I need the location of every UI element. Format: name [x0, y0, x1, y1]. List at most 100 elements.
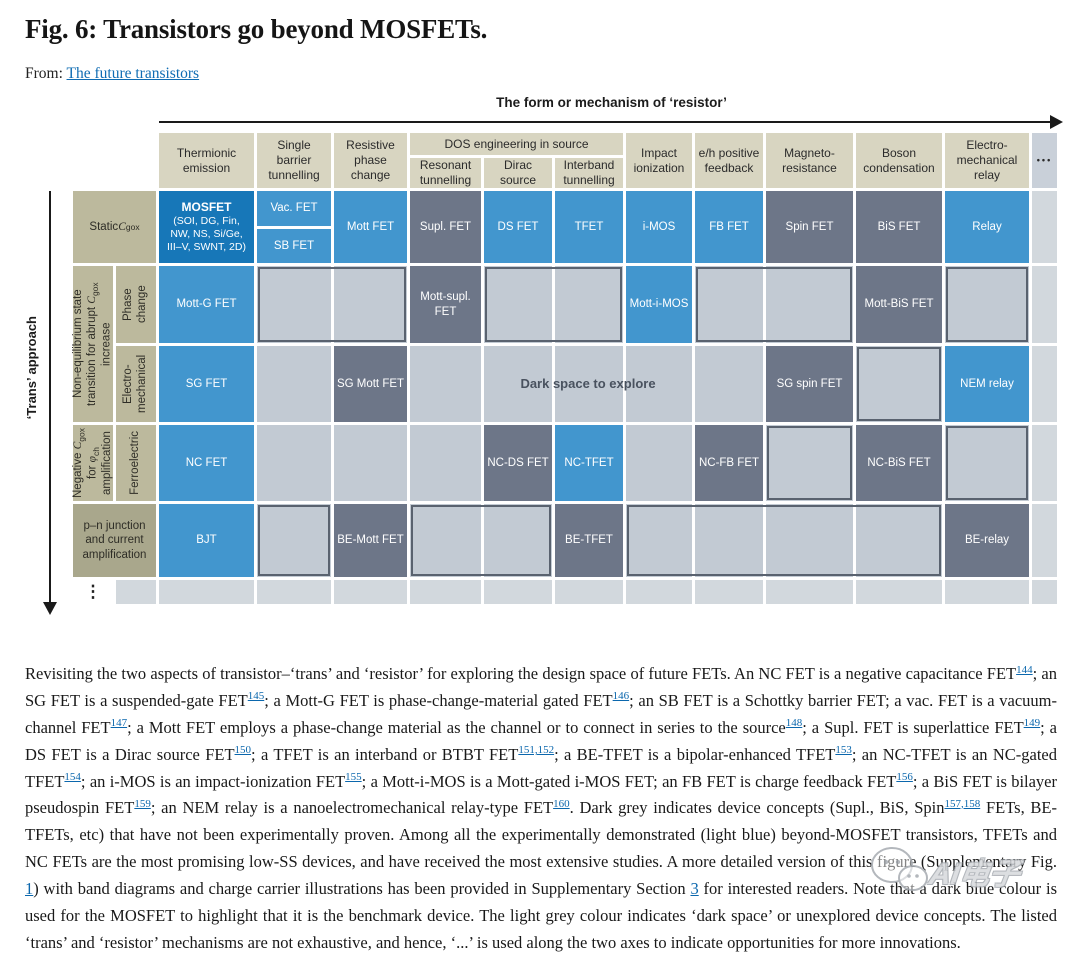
row-label-negative-cgox: Negative Cgox for φch amplification	[72, 425, 113, 501]
reference-link[interactable]: 149	[1023, 717, 1041, 730]
empty-cell	[945, 425, 1029, 501]
reference-link[interactable]: 154	[64, 771, 81, 784]
reference-link[interactable]: 150	[234, 744, 252, 757]
reference-link[interactable]: 151,152	[518, 744, 555, 757]
matrix-cell: BE-TFET	[555, 504, 623, 577]
supplementary-link[interactable]: 1	[25, 879, 34, 899]
matrix-cell: NC-BiS FET	[856, 425, 942, 501]
matrix-cell: Mott-i-MOS	[626, 266, 692, 343]
matrix-cell: Mott-G FET	[159, 266, 254, 343]
empty-cell	[555, 580, 623, 604]
matrix-cell: NC-TFET	[555, 425, 623, 501]
matrix-cell: SG Mott FET	[334, 346, 407, 422]
matrix-cell: i-MOS	[626, 191, 692, 263]
reference-link[interactable]: 159	[134, 797, 151, 810]
column-header: Impact ionization	[626, 133, 692, 188]
reference-link[interactable]: 157,158	[944, 797, 981, 810]
row-label-phase-change: Phase change	[116, 266, 156, 343]
reference-link[interactable]: 155	[345, 771, 362, 784]
y-axis-arrow-icon	[43, 602, 57, 615]
empty-cell	[695, 580, 763, 604]
supplementary-link[interactable]: 3	[690, 879, 699, 899]
matrix-cell: SB FET	[257, 228, 331, 263]
matrix-cell: BJT	[159, 504, 254, 577]
empty-cell	[334, 580, 407, 604]
column-header: Boson condensation	[856, 133, 942, 188]
matrix-cell: SG spin FET	[766, 346, 853, 422]
figure: The form or mechanism of ‘resistor’ ‘Tra…	[24, 95, 1063, 645]
column-header: Thermionic emission	[159, 133, 254, 188]
reference-link[interactable]: 160	[553, 797, 570, 810]
matrix-cell: BE-Mott FET	[334, 504, 407, 577]
empty-cell	[484, 266, 552, 343]
column-subheader: Interband tunnelling	[555, 158, 623, 188]
reference-link[interactable]: 145	[247, 690, 265, 703]
column-header: Magneto-resistance	[766, 133, 853, 188]
empty-cell	[410, 504, 481, 577]
column-header: e/h positive feedback	[695, 133, 763, 188]
empty-cell	[257, 266, 331, 343]
empty-cell	[856, 580, 942, 604]
empty-cell	[1032, 504, 1057, 577]
matrix-cell: Relay	[945, 191, 1029, 263]
page-title: Fig. 6: Transistors go beyond MOSFETs.	[25, 14, 488, 44]
matrix-cell: TFET	[555, 191, 623, 263]
x-axis-more-indicator: •••	[1032, 133, 1057, 188]
empty-cell	[1032, 346, 1057, 422]
empty-cell	[766, 425, 853, 501]
column-group-header: DOS engineering in source	[410, 133, 623, 155]
empty-cell	[1032, 266, 1057, 343]
empty-cell	[410, 425, 481, 501]
row-label-pn-junction: p–n junction and current amplification	[73, 504, 156, 577]
reference-link[interactable]: 144	[1016, 663, 1033, 676]
empty-cell	[1032, 580, 1057, 604]
x-axis-label: The form or mechanism of ‘resistor’	[496, 95, 727, 110]
empty-cell	[257, 580, 331, 604]
matrix-cell: SG FET	[159, 346, 254, 422]
y-axis-line	[49, 191, 51, 602]
empty-cell	[334, 425, 407, 501]
matrix-cell: Supl. FET	[410, 191, 481, 263]
reference-link[interactable]: 153	[835, 744, 852, 757]
matrix-cell: BE-relay	[945, 504, 1029, 577]
empty-cell	[766, 266, 853, 343]
empty-cell	[334, 266, 407, 343]
empty-cell	[626, 346, 692, 422]
matrix-cell: NC FET	[159, 425, 254, 501]
matrix-cell: DS FET	[484, 191, 552, 263]
column-header: Electro-mechanical relay	[945, 133, 1029, 188]
empty-cell	[484, 346, 552, 422]
matrix-cell-mosfet: MOSFET(SOI, DG, Fin, NW, NS, Si/Ge, III–…	[159, 191, 254, 263]
row-label-electromechanical: Electro-mechanical	[116, 346, 156, 422]
matrix-cell: Mott FET	[334, 191, 407, 263]
empty-cell	[626, 580, 692, 604]
reference-link[interactable]: 147	[110, 717, 128, 730]
reference-link[interactable]: 148	[785, 717, 803, 730]
row-label-ferroelectric: Ferroelectric	[116, 425, 156, 501]
column-header: Resistive phase change	[334, 133, 407, 188]
empty-cell	[257, 425, 331, 501]
empty-cell	[856, 346, 942, 422]
empty-cell	[945, 580, 1029, 604]
empty-cell	[410, 580, 481, 604]
reference-link[interactable]: 146	[612, 690, 630, 703]
empty-cell	[626, 504, 692, 577]
empty-cell	[159, 580, 254, 604]
empty-cell	[695, 266, 763, 343]
matrix-cell: Spin FET	[766, 191, 853, 263]
figure-caption: Revisiting the two aspects of transistor…	[25, 663, 1058, 952]
empty-cell	[555, 346, 623, 422]
empty-cell	[484, 504, 552, 577]
x-axis-arrow-icon	[1050, 115, 1063, 129]
empty-cell	[766, 580, 853, 604]
from-label: From:	[25, 65, 63, 82]
empty-cell	[695, 504, 763, 577]
matrix-cell: Vac. FET	[257, 191, 331, 226]
empty-cell	[555, 266, 623, 343]
from-link[interactable]: The future transistors	[66, 65, 200, 82]
empty-cell	[257, 346, 331, 422]
reference-link[interactable]: 156	[896, 771, 913, 784]
x-axis-line	[159, 121, 1051, 123]
